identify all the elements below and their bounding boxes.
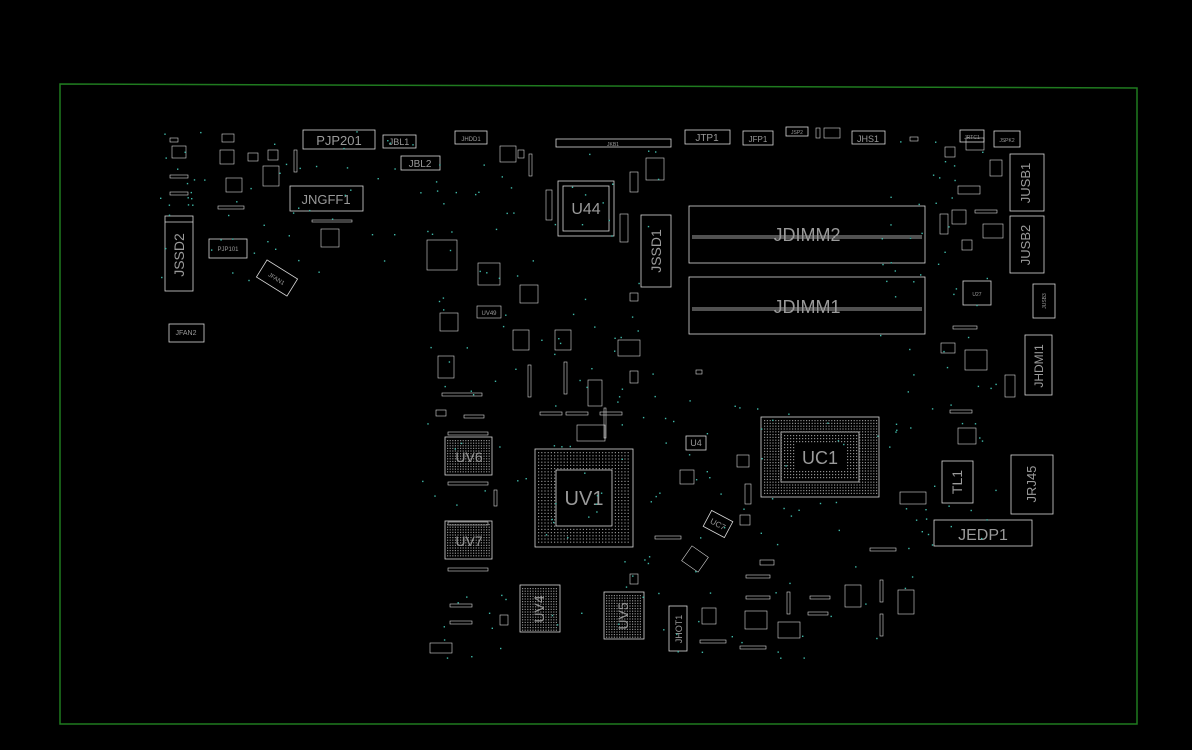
jusb2-connector[interactable]	[1009, 215, 1045, 274]
jhdmi1-connector[interactable]	[1024, 334, 1053, 396]
label-jhdmi1: JHDMI1	[1032, 344, 1046, 388]
jbl2-connector[interactable]	[400, 155, 441, 171]
label-jusb3: JUSB3	[1042, 293, 1048, 309]
label-u4: U4	[690, 438, 702, 448]
pjp201-connector[interactable]	[302, 129, 376, 150]
jsp2-connector[interactable]	[785, 126, 809, 137]
jhs1-connector[interactable]	[851, 130, 886, 145]
label-pjp201: PJP201	[316, 133, 362, 148]
label-jsp2: JSP2	[791, 130, 803, 136]
label-uv1: UV1	[565, 488, 604, 510]
jrj45-connector[interactable]	[1010, 454, 1054, 515]
via-dots	[160, 131, 997, 659]
jdimm2-slot[interactable]	[688, 205, 926, 264]
label-pjp101: PJP101	[217, 247, 239, 253]
jrtc1-connector[interactable]	[959, 129, 985, 143]
label-u27: U27	[972, 292, 981, 298]
label-tl1: TL1	[949, 470, 965, 494]
label-jrj45: JRJ45	[1024, 466, 1039, 503]
label-uv49: UV49	[481, 311, 497, 317]
jdimm1-slot[interactable]	[688, 276, 926, 335]
label-jssd1: JSSD1	[648, 229, 664, 273]
label-jspk2: JSPK2	[999, 138, 1015, 144]
label-jusb2: JUSB2	[1018, 225, 1033, 265]
jfp1-connector[interactable]	[742, 130, 774, 146]
label-jrtc1: JRTC1	[964, 135, 980, 141]
u4-chip[interactable]	[685, 435, 707, 451]
label-jbl2: JBL2	[409, 159, 432, 170]
label-jfan2: JFAN2	[175, 330, 196, 337]
label-jfp1: JFP1	[749, 135, 768, 144]
jfan2-connector[interactable]	[168, 323, 205, 343]
jhot1-connector[interactable]	[668, 605, 688, 652]
label-jdimm1: JDIMM1	[774, 297, 841, 317]
jusb3-connector[interactable]	[1032, 283, 1056, 319]
jspk2-connector[interactable]	[993, 130, 1021, 148]
board-outline	[59, 83, 1138, 725]
jssd1-connector[interactable]	[640, 214, 672, 288]
label-jssd2: JSSD2	[171, 233, 187, 277]
uv7-chip[interactable]	[444, 520, 493, 560]
label-jusb1: JUSB1	[1018, 163, 1033, 203]
jkb1-connector[interactable]	[555, 138, 672, 148]
label-uc7: UC7	[709, 517, 728, 533]
jssd2-connector[interactable]	[164, 215, 194, 292]
small-components	[169, 127, 1016, 654]
jngff1-connector[interactable]	[289, 185, 364, 212]
label-jhdd1: JHDD1	[461, 137, 481, 143]
label-jdimm2: JDIMM2	[774, 225, 841, 245]
label-jngff1: JNGFF1	[301, 192, 350, 207]
jusb1-connector[interactable]	[1009, 153, 1045, 212]
uv1-gpu[interactable]	[534, 448, 634, 548]
label-jtp1: JTP1	[695, 133, 719, 144]
uv5-chip[interactable]	[603, 591, 645, 640]
jedp1-connector[interactable]	[933, 519, 1033, 547]
label-uc1: UC1	[802, 448, 838, 468]
label-jkb1: JKB1	[607, 142, 619, 148]
tl1-transformer[interactable]	[941, 460, 974, 504]
jbl1-connector[interactable]	[382, 134, 417, 149]
bga-pad-grids	[447, 420, 878, 638]
label-jedp1: JEDP1	[958, 527, 1008, 544]
label-jhs1: JHS1	[857, 134, 879, 144]
u44-chip[interactable]	[557, 180, 615, 237]
jtp1-connector[interactable]	[684, 129, 731, 145]
pjp101-component[interactable]	[208, 238, 248, 259]
uv6-chip[interactable]	[444, 436, 493, 476]
jhdd1-connector[interactable]	[454, 130, 488, 145]
label-jbl1: JBL1	[389, 137, 410, 147]
jfan1-connector[interactable]	[255, 259, 299, 297]
label-u44: U44	[571, 201, 600, 218]
label-jhot1: JHOT1	[674, 615, 684, 644]
uv4-chip[interactable]	[519, 584, 561, 633]
uc7-chip[interactable]	[702, 509, 734, 539]
